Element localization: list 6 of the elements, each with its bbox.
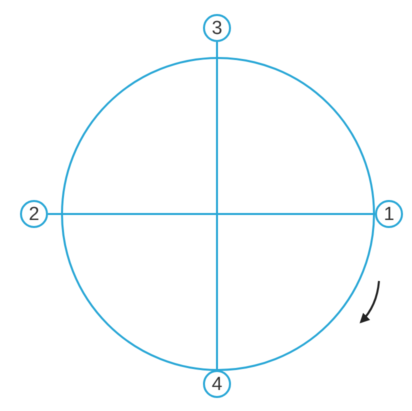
line <box>216 42 218 370</box>
callout-number: 2 <box>20 200 48 228</box>
line <box>48 213 375 215</box>
callout-number: 3 <box>203 14 231 42</box>
callout-number: 4 <box>203 370 231 398</box>
callout-number: 1 <box>375 200 403 228</box>
